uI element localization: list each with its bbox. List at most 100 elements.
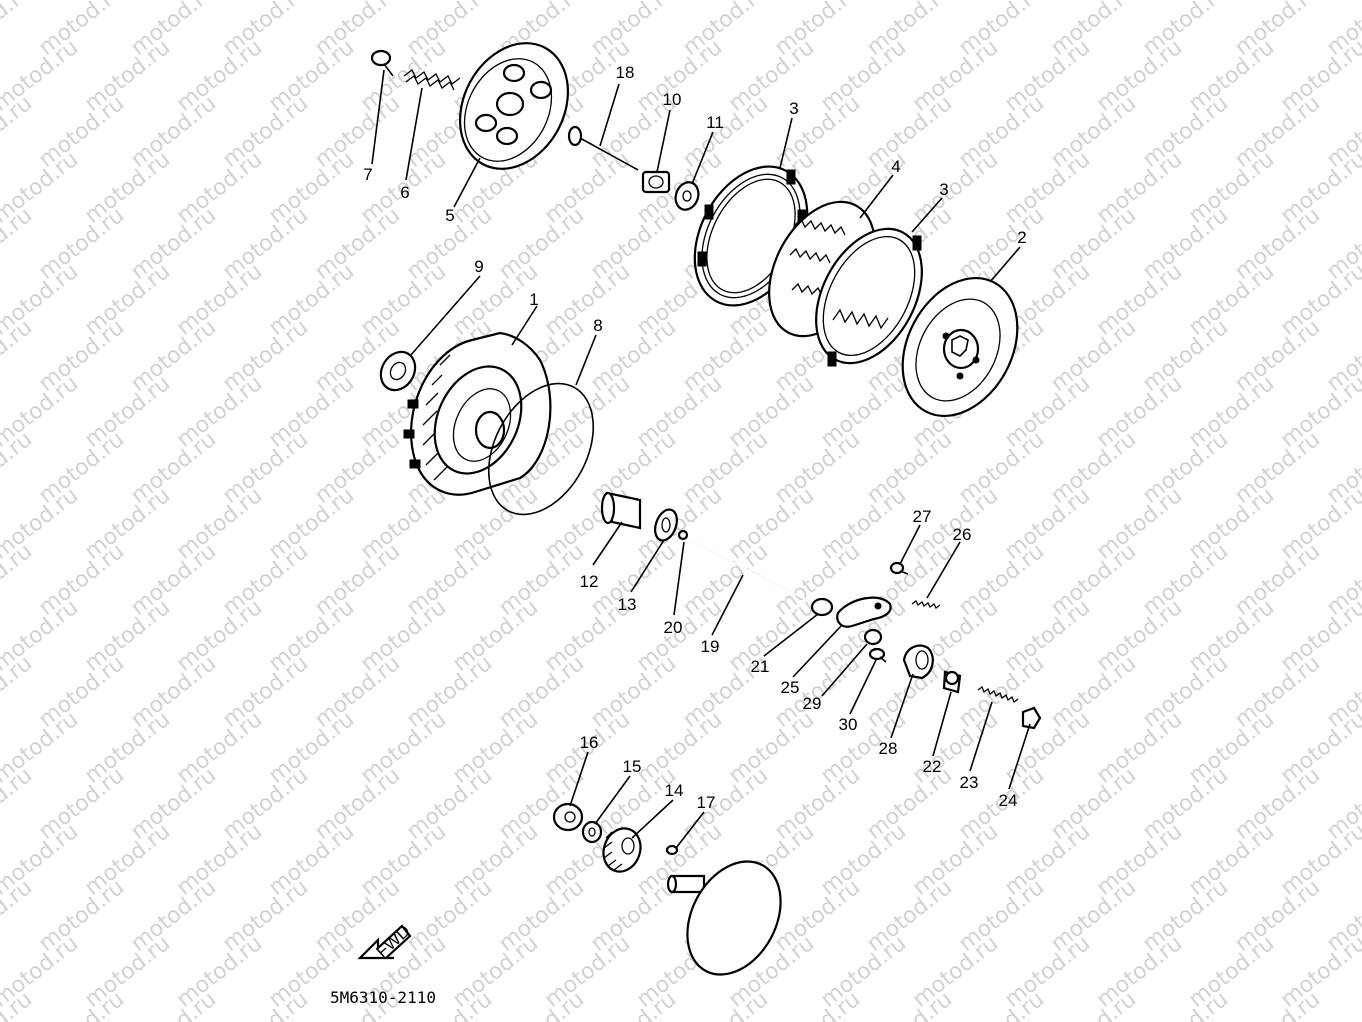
callout-4: 4	[891, 157, 900, 176]
watermark-text: motod.ru	[1230, 203, 1325, 285]
part-26-spring	[911, 600, 941, 609]
watermark-text: motod.ru	[0, 0, 37, 61]
callout-17: 17	[697, 793, 716, 812]
watermark-text: motod.ru	[356, 819, 451, 901]
watermark-text: motod.ru	[1138, 427, 1233, 509]
watermark-text: motod.ru	[540, 931, 635, 1013]
callout-25: 25	[781, 678, 800, 697]
watermark-text: motod.ru	[1138, 315, 1233, 397]
watermark-text: motod.ru	[126, 427, 221, 509]
callout-2: 2	[1017, 228, 1026, 247]
callout-14: 14	[665, 781, 684, 800]
watermark-text: motod.ru	[954, 875, 1049, 957]
watermark-text: motod.ru	[1092, 931, 1187, 1013]
watermark-text: motod.ru	[126, 203, 221, 285]
part-12-collar	[600, 491, 642, 530]
watermark-text: motod.ru	[724, 371, 819, 453]
watermark-text: motod.ru	[954, 427, 1049, 509]
watermark-text: motod.ru	[218, 91, 313, 173]
watermark-text: motod.ru	[816, 819, 911, 901]
watermark-text: motod.ru	[34, 91, 129, 173]
watermark-text: motod.ru	[1092, 371, 1187, 453]
callout-18: 18	[616, 63, 635, 82]
part-3-friction-plate-b	[815, 227, 923, 367]
watermark-text: motod.ru	[80, 147, 175, 229]
callout-7: 7	[363, 165, 372, 184]
watermark-text: motod.ru	[126, 539, 221, 621]
watermark-text: motod.ru	[908, 35, 1003, 117]
watermark-text: motod.ru	[80, 35, 175, 117]
watermark-text: motod.ru	[1138, 91, 1233, 173]
watermark-text: motod.ru	[1046, 651, 1141, 733]
watermark-text: motod.ru	[1000, 483, 1095, 565]
watermark-text: motod.ru	[1230, 651, 1325, 733]
watermark-text: motod.ru	[632, 371, 727, 453]
watermark-text: motod.ru	[126, 315, 221, 397]
watermark-text: motod.ru	[816, 931, 911, 1013]
watermark-text: motod.ru	[402, 651, 497, 733]
watermark-text: motod.ru	[1000, 595, 1095, 677]
callout-26: 26	[953, 525, 972, 544]
watermark-text: motod.ru	[908, 147, 1003, 229]
part-18-push-rod	[567, 125, 639, 171]
part-24-locknut	[1021, 706, 1042, 730]
watermark-text: motod.ru	[1092, 147, 1187, 229]
watermark-text: motod.ru	[1000, 819, 1095, 901]
crankshaft	[666, 860, 782, 976]
watermark-text: motod.ru	[1184, 147, 1279, 229]
watermark-text: motod.ru	[1138, 203, 1233, 285]
watermark-text: motod.ru	[494, 203, 589, 285]
watermark-text: motod.ru	[310, 539, 405, 621]
watermark-text: motod.ru	[310, 203, 405, 285]
watermark-text: motod.ru	[1138, 875, 1233, 957]
watermark-text: motod.ru	[1230, 539, 1325, 621]
watermark-text: motod.ru	[218, 651, 313, 733]
watermark-text: motod.ru	[264, 819, 359, 901]
callout-11: 11	[706, 113, 724, 132]
callout-20: 20	[664, 618, 683, 637]
watermark-text: motod.ru	[172, 371, 267, 453]
callout-3a: 3	[789, 99, 798, 118]
watermark-text: motod.ru	[310, 91, 405, 173]
part-14-primary-drive-gear	[602, 827, 642, 873]
watermark-text: motod.ru	[724, 35, 819, 117]
watermark-text: motod.ru	[264, 259, 359, 341]
callout-13: 13	[618, 595, 637, 614]
watermark-text: motod.ru	[1092, 35, 1187, 117]
watermark-text: motod.ru	[1046, 763, 1141, 845]
watermark-text: motod.ru	[34, 539, 129, 621]
watermark-text: motod.ru	[1184, 259, 1279, 341]
watermark-text: motod.ru	[1000, 931, 1095, 1013]
watermark-text: motod.ru	[0, 875, 37, 957]
watermark-text: motod.ru	[678, 763, 773, 845]
callout-28: 28	[879, 739, 898, 758]
callout-16: 16	[580, 733, 599, 752]
watermark-text: motod.ru	[126, 763, 221, 845]
watermark-text: motod.ru	[80, 819, 175, 901]
watermark-text: motod.ru	[34, 315, 129, 397]
callout-5: 5	[445, 206, 454, 225]
part-1-clutch-housing	[403, 331, 552, 496]
watermark-text: motod.ru	[218, 203, 313, 285]
watermark-text: motod.ru	[816, 371, 911, 453]
watermark-text: motod.ru	[586, 203, 681, 285]
callout-1: 1	[529, 290, 538, 309]
watermark-text: motod.ru	[1230, 763, 1325, 845]
watermark-text: motod.ru	[1322, 987, 1362, 1022]
watermark-text: motod.ru	[0, 203, 37, 285]
watermark-text: motod.ru	[724, 707, 819, 789]
watermark-text: motod.ru	[0, 651, 37, 733]
watermark-text: motod.ru	[448, 707, 543, 789]
watermark-text: motod.ru	[172, 707, 267, 789]
watermark-text: motod.ru	[264, 707, 359, 789]
watermark-text: motod.ru	[586, 875, 681, 957]
watermark-text: motod.ru	[1046, 315, 1141, 397]
callout-30: 30	[839, 715, 858, 734]
watermark-text: motod.ru	[862, 427, 957, 509]
part-22-adjuster	[942, 670, 962, 694]
watermark-text: motod.ru	[678, 315, 773, 397]
callout-6: 6	[400, 183, 409, 202]
watermark-text: motod.ru	[0, 315, 37, 397]
part-30-bolt	[868, 647, 887, 663]
